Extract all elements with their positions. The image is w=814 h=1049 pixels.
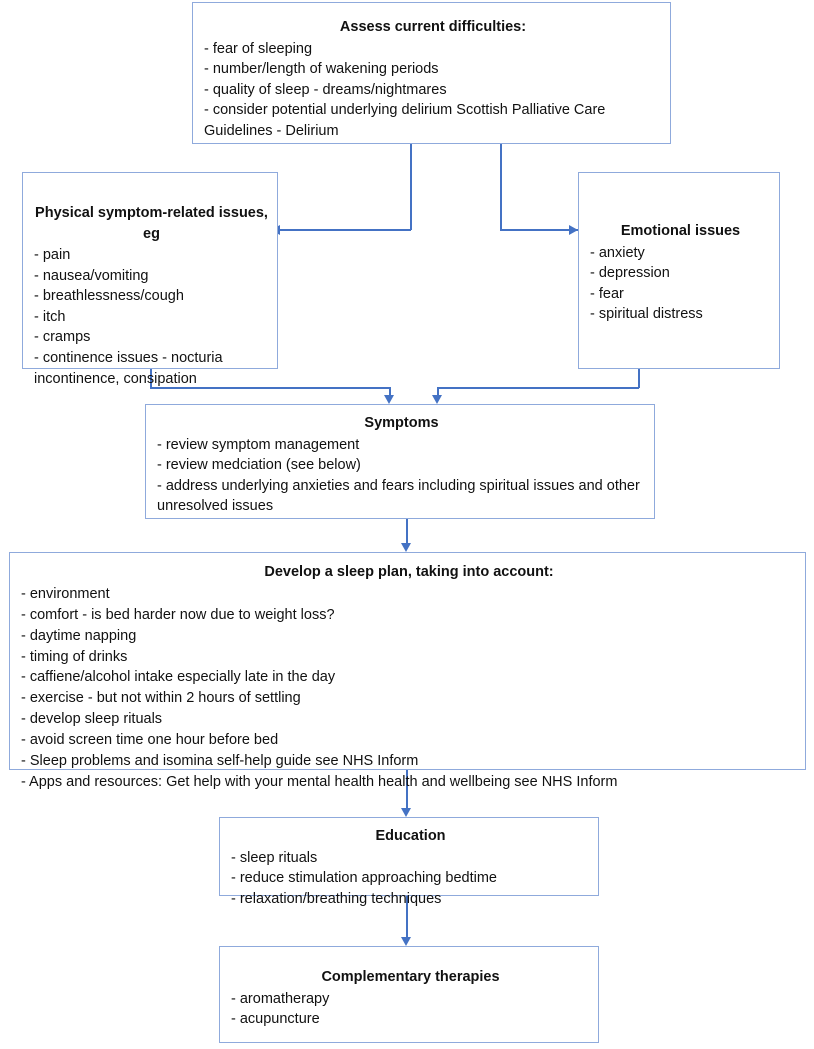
node-therapies-list: - aromatherapy - acupuncture xyxy=(231,989,590,1030)
node-symptoms-list: - review symptom management - review med… xyxy=(157,435,646,517)
arrowhead-into-sleepplan xyxy=(401,543,411,552)
arrowhead-into-emotional xyxy=(569,224,578,235)
list-item: - develop sleep rituals xyxy=(21,711,163,728)
list-item: - nausea/vomiting xyxy=(34,267,149,284)
connector-assess-to-emotional-horizontal xyxy=(500,229,578,231)
list-item: - address underlying anxieties and fears… xyxy=(157,477,640,515)
node-education-list: - sleep rituals - reduce stimulation app… xyxy=(231,848,590,910)
node-physical-title: Physical symptom-related issues, eg xyxy=(35,205,268,242)
list-item: - aromatherapy xyxy=(231,990,330,1007)
list-item: - itch xyxy=(34,308,66,325)
list-item: - Sleep problems and isomina self-help g… xyxy=(21,752,419,769)
list-item: - reduce stimulation approaching bedtime xyxy=(231,870,497,887)
list-item: - consider potential underlying delirium… xyxy=(204,102,606,139)
connector-assess-to-emotional-vertical xyxy=(500,144,502,230)
connector-physical-to-symptoms-stem xyxy=(150,369,152,388)
list-item: - quality of sleep - dreams/nightmares xyxy=(204,81,447,98)
arrowhead-into-therapies xyxy=(401,937,411,946)
connector-sleepplan-to-education xyxy=(406,770,408,809)
node-therapies-title: Complementary therapies xyxy=(321,969,500,985)
list-item: - timing of drinks xyxy=(21,648,128,665)
arrowhead-physical-into-symptoms xyxy=(384,395,394,404)
list-item: - environment xyxy=(21,585,110,602)
list-item: - Apps and resources: Get help with your… xyxy=(21,773,618,790)
list-item: - depression xyxy=(590,265,670,282)
list-item: - fear xyxy=(590,285,624,302)
list-item: - caffiene/alcohol intake especially lat… xyxy=(21,669,336,686)
node-emotional-title: Emotional issues xyxy=(620,223,741,239)
node-physical-symptom-related-issues[interactable]: Physical symptom-related issues, eg - pa… xyxy=(22,172,278,387)
node-develop-a-sleep-plan[interactable]: Develop a sleep plan, taking into accoun… xyxy=(9,552,806,790)
connector-assess-to-physical-horizontal xyxy=(280,229,411,231)
list-item: - spiritual distress xyxy=(590,306,703,323)
node-education-title: Education xyxy=(375,828,446,844)
list-item: - daytime napping xyxy=(21,627,137,644)
list-item: - avoid screen time one hour before bed xyxy=(21,732,279,748)
node-education[interactable]: Education - sleep rituals - reduce stimu… xyxy=(219,817,599,907)
node-assess-list: - fear of sleeping - number/length of wa… xyxy=(204,39,662,142)
connector-emotional-to-symptoms-horizontal xyxy=(437,387,639,389)
node-symptoms-title: Symptoms xyxy=(364,415,439,431)
node-assess-title: Assess current difficulties: xyxy=(339,19,527,35)
arrowhead-emotional-into-symptoms xyxy=(432,395,442,404)
list-item: - number/length of wakening periods xyxy=(204,61,439,78)
list-item: - acupuncture xyxy=(231,1011,320,1028)
connector-assess-to-physical-vertical xyxy=(410,144,412,230)
node-sleepplan-title: Develop a sleep plan, taking into accoun… xyxy=(264,564,554,580)
node-symptoms[interactable]: Symptoms - review symptom management - r… xyxy=(145,404,655,519)
arrowhead-into-education xyxy=(401,808,411,817)
list-item: - relaxation/breathing techniques xyxy=(231,890,442,907)
list-item: - breathlessness/cough xyxy=(34,288,184,305)
list-item: - fear of sleeping xyxy=(204,40,313,57)
node-physical-list: - pain - nausea/vomiting - breathlessnes… xyxy=(34,245,269,389)
list-item: - exercise - but not within 2 hours of s… xyxy=(21,690,301,707)
node-emotional-issues[interactable]: Emotional issues - anxiety - depression … xyxy=(578,172,780,369)
connector-emotional-to-symptoms-stem xyxy=(638,369,640,388)
list-item: - cramps xyxy=(34,329,91,346)
list-item: - sleep rituals xyxy=(231,849,318,866)
connector-physical-to-symptoms-horizontal xyxy=(150,387,390,389)
connector-symptoms-to-sleepplan xyxy=(406,519,408,545)
connector-emotional-to-symptoms-drop xyxy=(437,387,439,397)
connector-education-to-therapies xyxy=(406,896,408,938)
list-item: - comfort - is bed harder now due to wei… xyxy=(21,606,335,623)
list-item: - review symptom management xyxy=(157,436,360,453)
list-item: - continence issues - nocturia incontine… xyxy=(34,350,223,387)
connector-physical-to-symptoms-drop xyxy=(389,387,391,397)
list-item: - review medciation (see below) xyxy=(157,457,361,474)
list-item: - anxiety xyxy=(590,244,645,261)
list-item: - pain xyxy=(34,247,71,264)
node-sleepplan-list: - environment - comfort - is bed harder … xyxy=(21,584,797,793)
node-complementary-therapies[interactable]: Complementary therapies - aromatherapy -… xyxy=(219,946,599,1043)
node-assess-current-difficulties[interactable]: Assess current difficulties: - fear of s… xyxy=(192,2,671,144)
node-emotional-list: - anxiety - depression - fear - spiritua… xyxy=(590,243,771,325)
